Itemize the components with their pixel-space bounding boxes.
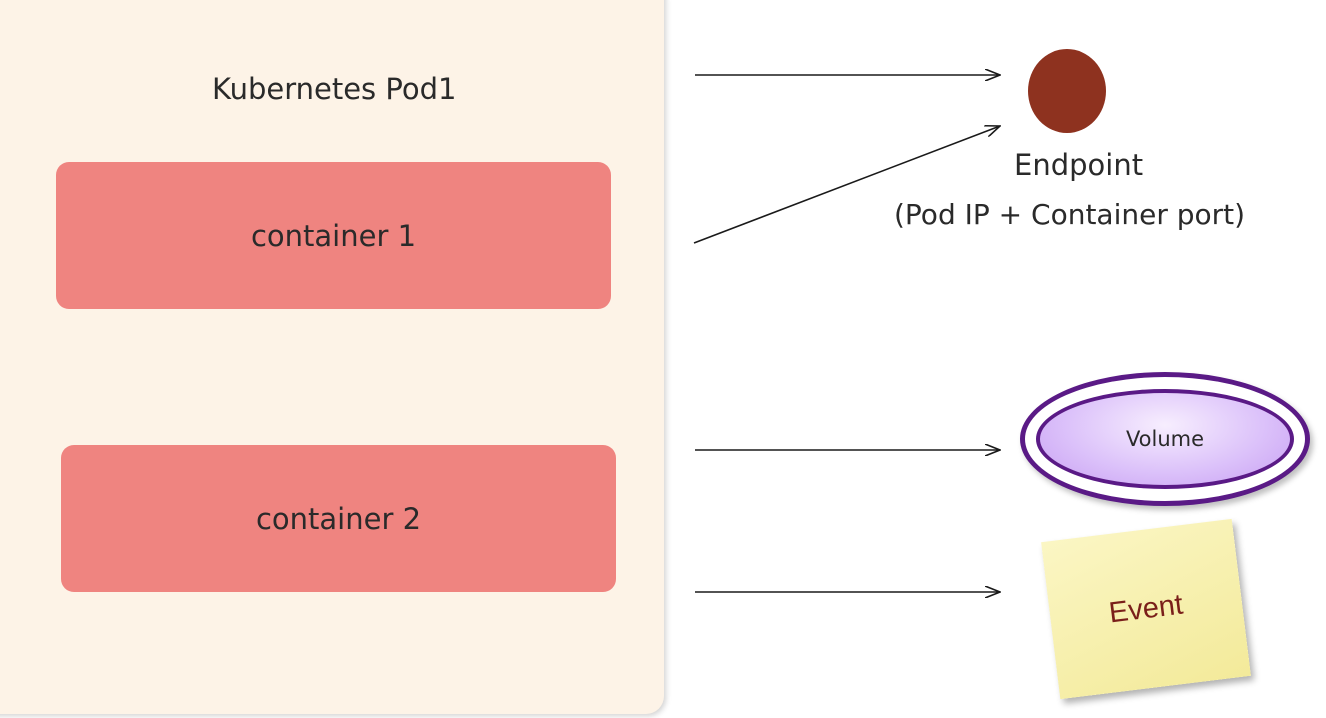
event-label: Event: [1107, 588, 1185, 629]
container-1-box: container 1: [56, 162, 611, 309]
event-sticky-note: Event: [1041, 518, 1251, 700]
container-2-box: container 2: [61, 445, 616, 592]
container-1-label: container 1: [250, 218, 417, 253]
endpoint-node: [1028, 49, 1106, 133]
volume-node: Volume: [1020, 372, 1310, 506]
endpoint-label: Endpoint: [1014, 148, 1144, 182]
volume-inner-ellipse: Volume: [1036, 389, 1294, 489]
pod-box: [0, 0, 664, 714]
pod-title: Kubernetes Pod1: [212, 72, 457, 106]
volume-label: Volume: [1125, 427, 1205, 451]
container-2-label: container 2: [255, 501, 422, 536]
arrow-container1-to-endpoint: [693, 126, 1000, 244]
endpoint-sublabel: (Pod IP + Container port): [894, 198, 1246, 231]
